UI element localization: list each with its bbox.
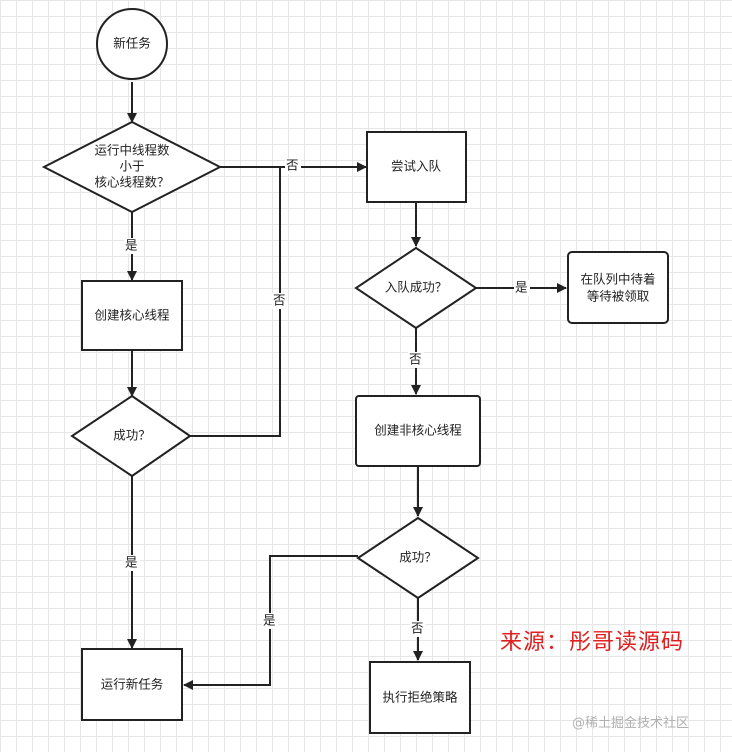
label-try-enqueue: 尝试入队 xyxy=(391,159,442,174)
node-run-task xyxy=(81,648,183,721)
label-wait-queue-line1: 在队列中待着 xyxy=(580,272,655,287)
node-try-enqueue xyxy=(366,131,467,203)
label-wait-queue-line2: 等待被领取 xyxy=(587,289,650,304)
edge-label-no-enqueue: 否 xyxy=(409,352,422,367)
edge-success1-no-to-enqueue xyxy=(190,167,281,437)
node-decision-success2 xyxy=(356,516,480,600)
label-decision-core-line3: 核心线程数？ xyxy=(94,175,169,190)
label-decision-success2: 成功？ xyxy=(399,550,437,565)
node-create-core xyxy=(81,280,183,351)
label-decision-core-line1: 运行中线程数 xyxy=(94,143,170,158)
label-reject: 执行拒绝策略 xyxy=(382,690,458,705)
source-caption: 来源：彤哥读源码 xyxy=(500,630,685,655)
node-wait-queue xyxy=(567,251,669,324)
edge-label-yes-success1: 是 xyxy=(125,555,138,570)
label-run-task: 运行新任务 xyxy=(101,677,164,692)
node-start xyxy=(96,8,168,80)
label-create-noncore: 创建非核心线程 xyxy=(374,423,462,438)
label-decision-enqueue: 入队成功？ xyxy=(385,280,448,295)
node-decision-enqueue xyxy=(354,246,478,330)
label-create-core: 创建核心线程 xyxy=(94,308,170,323)
edge-label-no-success2: 否 xyxy=(411,621,424,636)
label-decision-success1: 成功？ xyxy=(113,428,151,443)
label-decision-core-line2: 小于 xyxy=(119,159,144,174)
edge-label-no-core: 否 xyxy=(286,158,299,173)
edge-label-yes-core: 是 xyxy=(125,238,138,253)
edge-label-yes-enqueue: 是 xyxy=(515,280,528,295)
edge-label-yes-success2: 是 xyxy=(263,613,276,628)
node-decision-core xyxy=(41,120,223,214)
node-reject xyxy=(369,661,471,734)
node-decision-success1 xyxy=(70,394,192,478)
label-start: 新任务 xyxy=(113,36,151,51)
watermark: @稀土掘金技术社区 xyxy=(572,716,690,731)
edge-label-no-success1: 否 xyxy=(273,293,286,308)
node-create-noncore xyxy=(355,395,481,467)
